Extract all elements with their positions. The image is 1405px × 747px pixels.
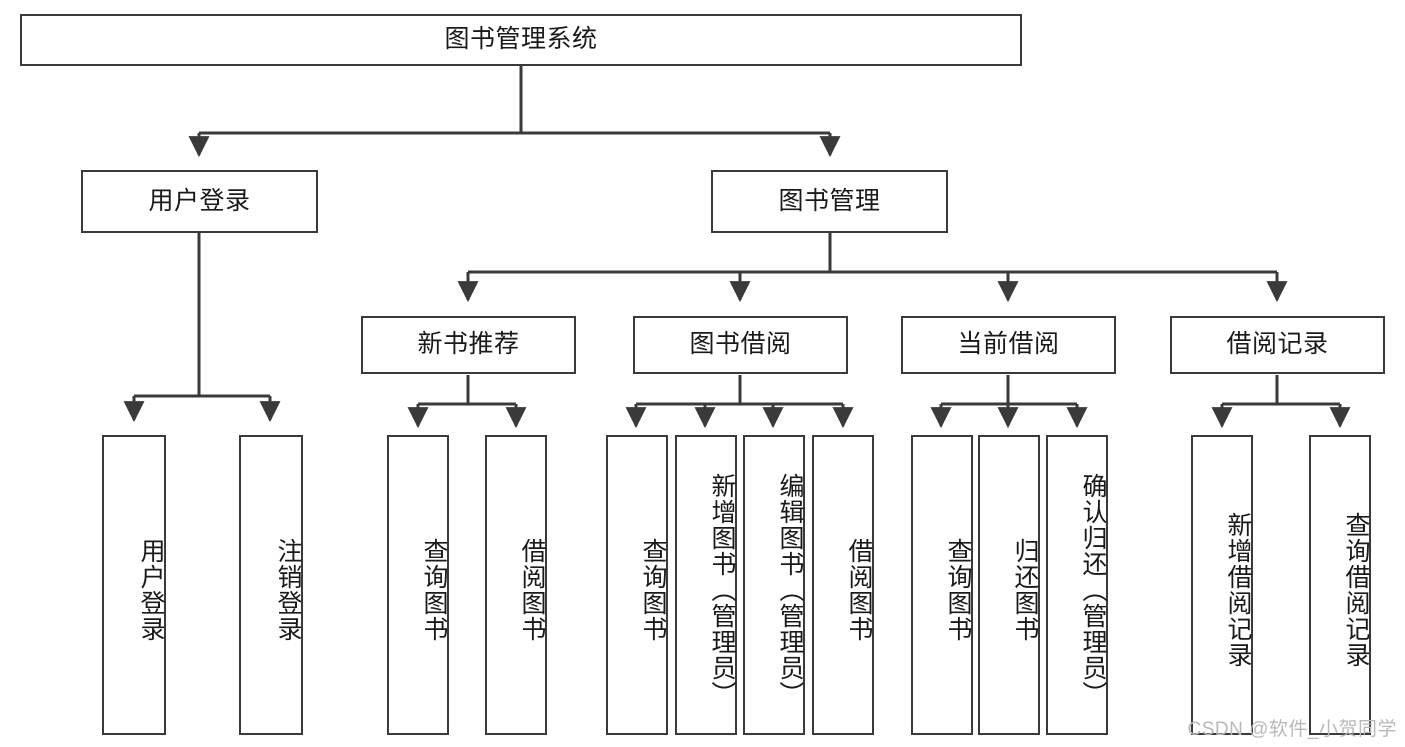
leaf-label: 查询图书: [944, 538, 972, 642]
node-book-borrow[interactable]: 图书借阅: [633, 316, 848, 374]
leaf-label: 确认归还（管理员）: [1079, 473, 1107, 707]
leaf-label: 用户登录: [137, 538, 165, 642]
leaf-label: 新增图书（管理员）: [708, 473, 736, 707]
node-current-borrow[interactable]: 当前借阅: [901, 316, 1116, 374]
leaf-label: 归还图书: [1011, 538, 1039, 642]
leaf-label: 借阅图书: [518, 538, 546, 642]
leaf-book-borrow-borrow-book[interactable]: 借阅图书: [812, 435, 874, 735]
leaf-label: 新增借阅记录: [1224, 512, 1252, 668]
leaf-label: 编辑图书（管理员）: [776, 473, 804, 707]
leaf-user-login-logout[interactable]: 注销登录: [239, 435, 303, 735]
leaf-current-borrow-return-book[interactable]: 归还图书: [978, 435, 1040, 735]
leaf-borrow-record-query-record[interactable]: 查询借阅记录: [1309, 435, 1371, 735]
leaf-new-book-borrow-book[interactable]: 借阅图书: [485, 435, 547, 735]
watermark-text: CSDN @软件_小贺同学: [1187, 719, 1397, 740]
node-borrow-record[interactable]: 借阅记录: [1170, 316, 1385, 374]
leaf-label: 查询借阅记录: [1342, 512, 1370, 668]
leaf-label: 注销登录: [274, 538, 302, 642]
leaf-label: 查询图书: [420, 538, 448, 642]
leaf-new-book-query-book[interactable]: 查询图书: [387, 435, 449, 735]
leaf-label: 借阅图书: [845, 538, 873, 642]
leaf-book-borrow-query-book[interactable]: 查询图书: [606, 435, 668, 735]
leaf-book-borrow-edit-book-admin[interactable]: 编辑图书（管理员）: [743, 435, 805, 735]
leaf-current-borrow-confirm-return-admin[interactable]: 确认归还（管理员）: [1046, 435, 1108, 735]
leaf-borrow-record-add-record[interactable]: 新增借阅记录: [1191, 435, 1253, 735]
node-book-management[interactable]: 图书管理: [711, 170, 948, 233]
leaf-label: 查询图书: [639, 538, 667, 642]
leaf-user-login-login[interactable]: 用户登录: [102, 435, 166, 735]
leaf-current-borrow-query-book[interactable]: 查询图书: [911, 435, 973, 735]
node-user-login[interactable]: 用户登录: [81, 170, 318, 233]
node-new-book-recommend[interactable]: 新书推荐: [361, 316, 576, 374]
leaf-book-borrow-add-book-admin[interactable]: 新增图书（管理员）: [675, 435, 737, 735]
node-root-book-management-system[interactable]: 图书管理系统: [20, 14, 1022, 66]
